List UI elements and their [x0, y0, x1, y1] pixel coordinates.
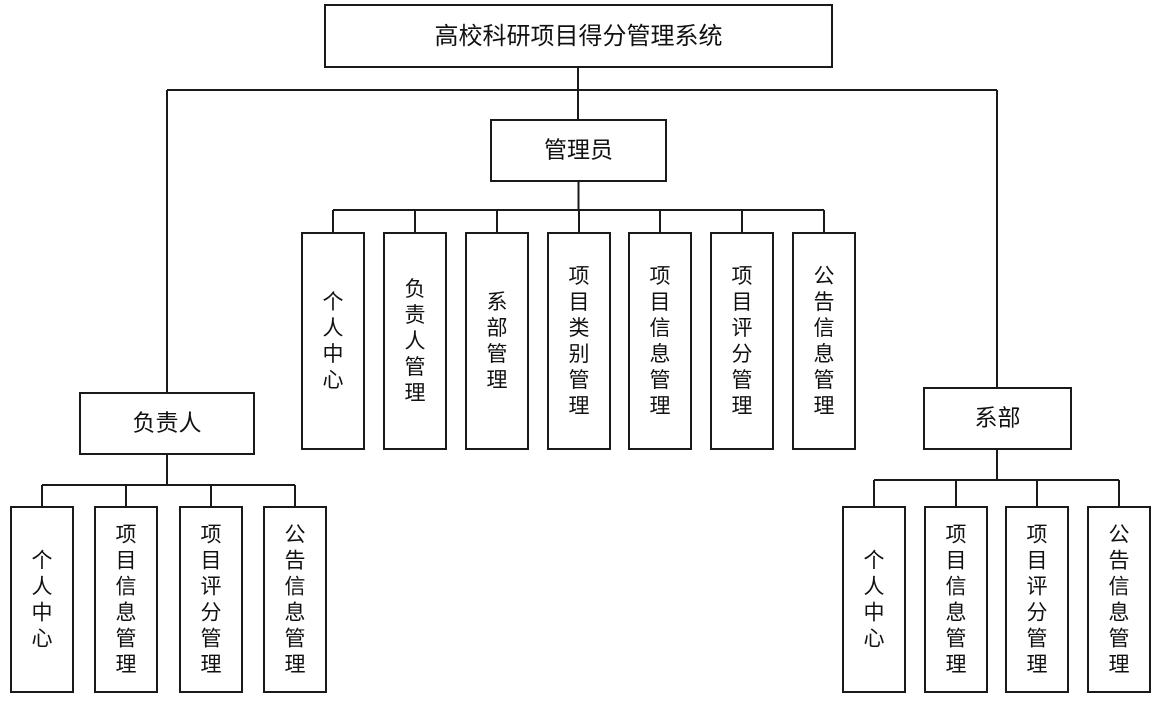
- admin-module-node-box: [547, 232, 611, 450]
- admin-module-node-box: [628, 232, 692, 450]
- role-node-department-label: 系部: [975, 406, 1021, 432]
- department-module-node-label: 项目信息管理: [946, 523, 967, 677]
- connector-lines: [41, 67, 1120, 507]
- role-node-leader-box: [79, 392, 255, 455]
- department-module-node: 项目评分管理: [1005, 506, 1069, 693]
- admin-module-node-box: [383, 232, 447, 450]
- admin-module-node-label: 项目评分管理: [732, 264, 753, 418]
- leader-module-node-box: [10, 506, 74, 693]
- department-module-node-box: [1005, 506, 1069, 693]
- system-title-node-label: 高校科研项目得分管理系统: [435, 22, 723, 50]
- leader-module-node: 公告信息管理: [263, 506, 327, 693]
- admin-module-node: 个人中心: [301, 232, 365, 450]
- admin-module-node-box: [465, 232, 529, 450]
- leader-module-node-box: [94, 506, 158, 693]
- leader-module-node-label: 个人中心: [32, 549, 53, 651]
- admin-module-node: 负责人管理: [383, 232, 447, 450]
- admin-module-node-label: 公告信息管理: [814, 264, 835, 418]
- role-node-admin: 管理员: [490, 119, 667, 182]
- leader-module-node: 项目信息管理: [94, 506, 158, 693]
- department-module-node-label: 个人中心: [864, 549, 885, 651]
- system-title-node-box: [324, 4, 833, 68]
- department-module-node: 项目信息管理: [924, 506, 988, 693]
- role-node-leader-label: 负责人: [133, 411, 202, 437]
- department-module-node-box: [1087, 506, 1151, 693]
- admin-module-node: 项目评分管理: [710, 232, 774, 450]
- department-module-node-box: [924, 506, 988, 693]
- leader-module-node-box: [263, 506, 327, 693]
- admin-module-node-box: [792, 232, 856, 450]
- role-node-department: 系部: [923, 387, 1072, 450]
- department-module-node-label: 项目评分管理: [1027, 523, 1048, 677]
- department-module-node: 个人中心: [842, 506, 906, 693]
- role-node-admin-label: 管理员: [544, 138, 613, 164]
- admin-module-node-label: 负责人管理: [405, 277, 426, 405]
- role-node-admin-box: [490, 119, 667, 182]
- admin-module-node: 公告信息管理: [792, 232, 856, 450]
- admin-module-node-box: [301, 232, 365, 450]
- admin-module-node-label: 项目类别管理: [569, 264, 590, 418]
- admin-module-node-label: 系部管理: [487, 290, 508, 392]
- role-node-leader: 负责人: [79, 392, 255, 455]
- leader-module-node-label: 项目评分管理: [201, 523, 222, 677]
- leader-module-node-label: 项目信息管理: [116, 523, 137, 677]
- leader-module-node-label: 公告信息管理: [285, 523, 306, 677]
- role-node-department-box: [923, 387, 1072, 450]
- leader-module-node: 个人中心: [10, 506, 74, 693]
- department-module-node: 公告信息管理: [1087, 506, 1151, 693]
- admin-module-node: 项目信息管理: [628, 232, 692, 450]
- department-module-node-label: 公告信息管理: [1109, 523, 1130, 677]
- admin-module-node-box: [710, 232, 774, 450]
- admin-module-node-label: 项目信息管理: [650, 264, 671, 418]
- leader-module-node-box: [179, 506, 243, 693]
- diagram-nodes: 高校科研项目得分管理系统管理员个人中心负责人管理系部管理项目类别管理项目信息管理…: [10, 4, 1151, 693]
- system-title-node: 高校科研项目得分管理系统: [324, 4, 833, 68]
- admin-module-node: 系部管理: [465, 232, 529, 450]
- leader-module-node: 项目评分管理: [179, 506, 243, 693]
- admin-module-node: 项目类别管理: [547, 232, 611, 450]
- department-module-node-box: [842, 506, 906, 693]
- admin-module-node-label: 个人中心: [323, 290, 344, 392]
